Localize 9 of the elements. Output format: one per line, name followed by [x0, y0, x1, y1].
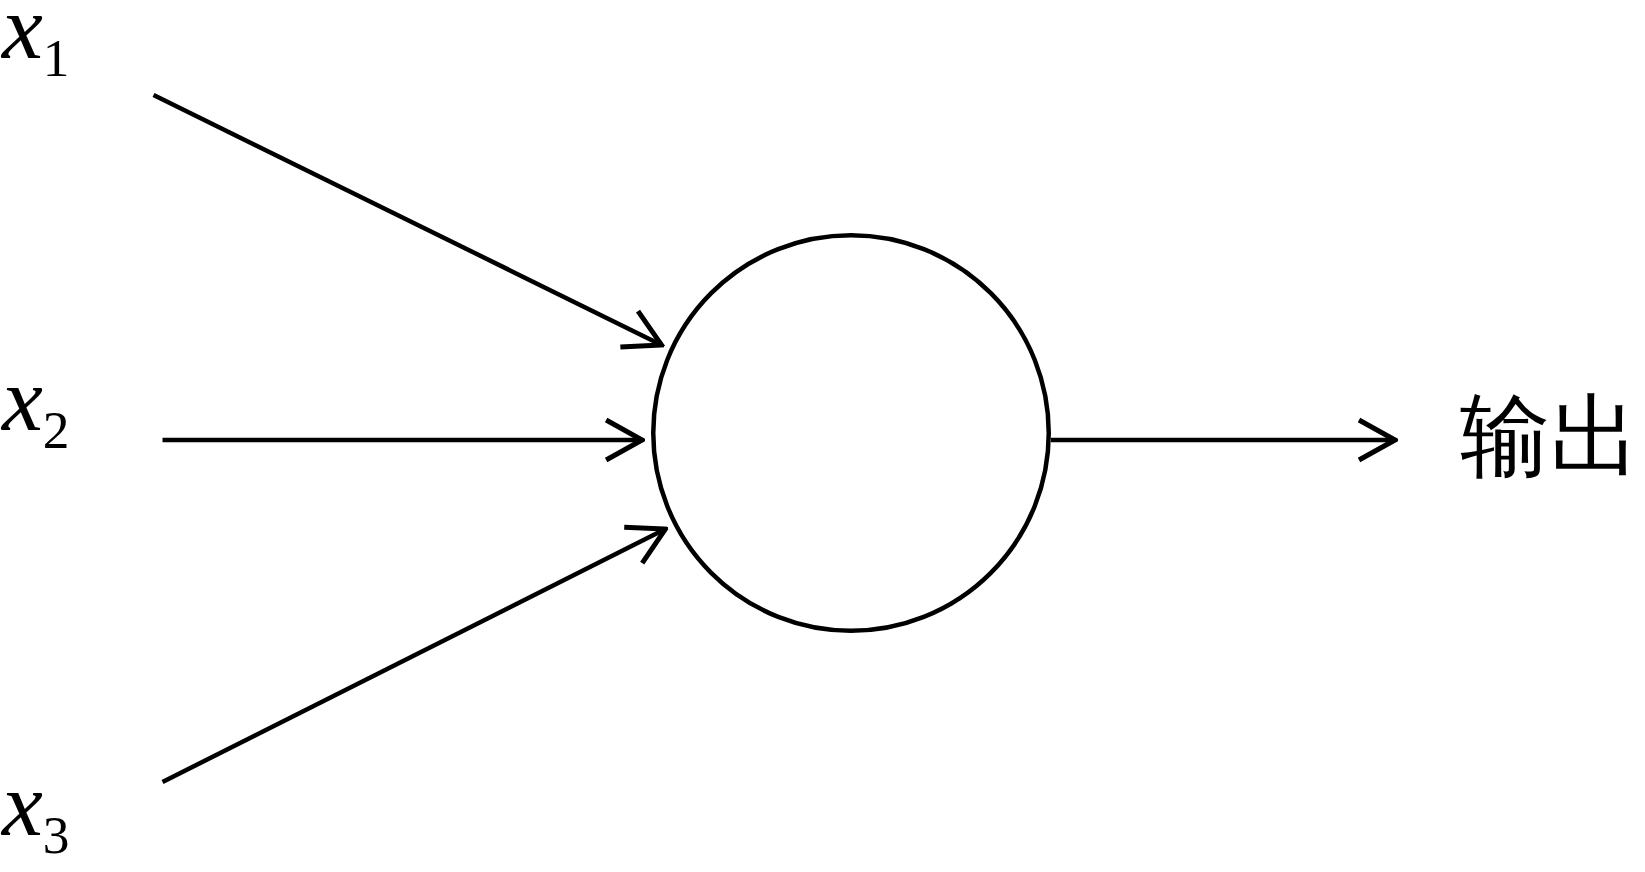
input-label: x$_{1}$ — [2, 0, 70, 93]
arrow — [1050, 417, 1398, 463]
arrow — [162, 417, 645, 463]
arrow — [152, 93, 664, 350]
input-label: x$_{2}$ — [2, 372, 70, 465]
input-label: x$_{3}$ — [2, 777, 70, 870]
neuron-circle — [651, 233, 1051, 633]
arrow — [161, 524, 668, 784]
output-label: 输出 — [1460, 392, 1640, 482]
